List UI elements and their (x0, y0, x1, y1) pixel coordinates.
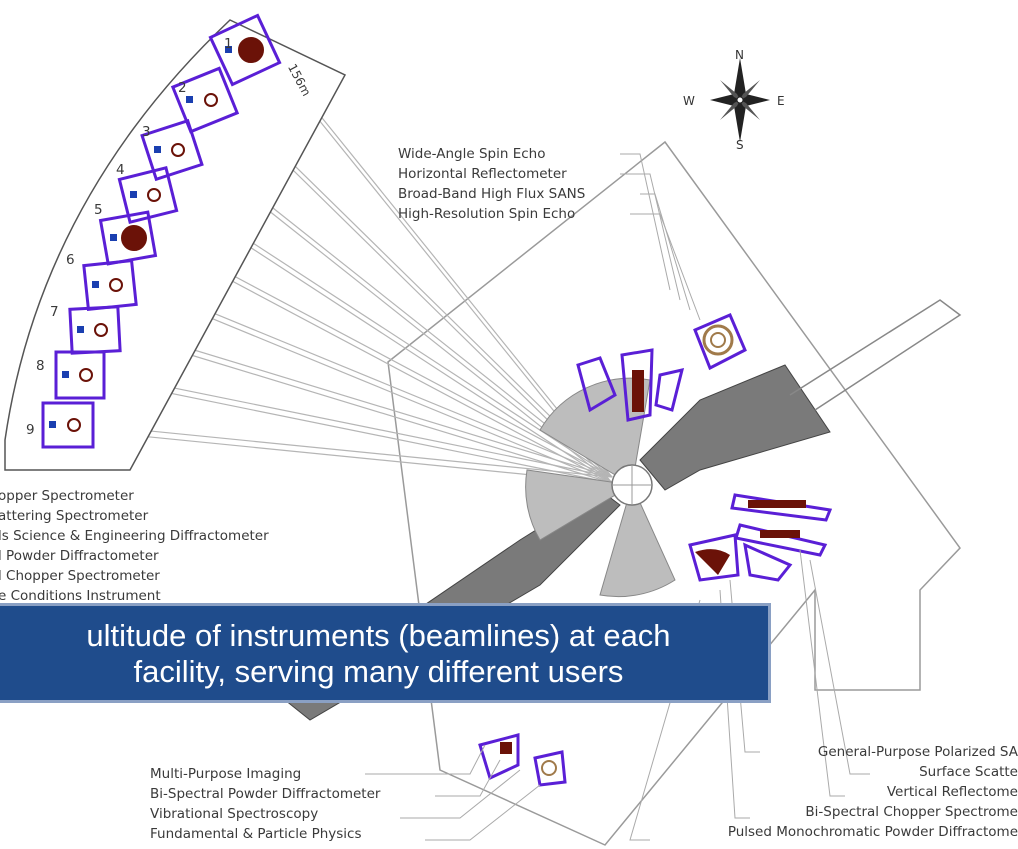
arc-room-detector-8 (62, 371, 69, 378)
instrument-cluster-north (576, 313, 747, 422)
label-top-3: Broad-Band High Flux SANS (398, 186, 586, 202)
arc-room-sample-4 (147, 188, 161, 202)
beamline-number-6: 6 (66, 252, 75, 268)
arc-room-1 (208, 13, 282, 87)
beamline-number-4: 4 (116, 162, 125, 178)
arc-room-detector-7 (77, 326, 84, 333)
compass-e: E (777, 94, 785, 108)
guide-line (169, 247, 613, 484)
label-bottom-left-1: Multi-Purpose Imaging (150, 766, 302, 782)
arc-room-detector-1 (225, 46, 232, 53)
arc-room-8 (54, 350, 106, 400)
compass-rose (710, 58, 770, 142)
label-bottom-left-4: Fundamental & Particle Physics (150, 826, 362, 842)
guide-line (149, 292, 613, 484)
arc-room-sample-5 (121, 225, 147, 251)
labels-left: opper Spectrometer attering Spectrometer… (0, 486, 269, 606)
labels-bottom-right: General-Purpose Polarized SA Surface Sca… (728, 742, 1018, 842)
arc-room-sample-8 (79, 368, 93, 382)
arc-room-sample-3 (171, 143, 185, 157)
beamline-number-8: 8 (36, 358, 45, 374)
compass-s: S (736, 138, 744, 152)
caption-line-1: ultitude of instruments (beamlines) at e… (86, 618, 671, 653)
arc-room-detector-3 (154, 146, 161, 153)
label-left-5: l Chopper Spectrometer (0, 568, 160, 584)
arc-room-4 (117, 166, 179, 224)
guide-line (119, 376, 613, 478)
arc-room-sample-6 (109, 278, 123, 292)
beamline-number-9: 9 (26, 422, 35, 438)
proton-beam-tunnel-upper (639, 364, 831, 491)
guide-line (149, 286, 613, 478)
arc-room-detector-4 (130, 191, 137, 198)
guide-line (119, 382, 613, 484)
label-bottom-right-1: General-Purpose Polarized SA (817, 744, 1018, 760)
caption-line-2: facility, serving many different users (133, 654, 624, 689)
label-bottom-left-3: Vibrational Spectroscopy (150, 806, 319, 822)
label-left-1: opper Spectrometer (0, 488, 134, 504)
arc-room-detector-5 (110, 234, 117, 241)
labels-top: Wide-Angle Spin Echo Horizontal Reflecto… (398, 144, 585, 224)
beamline-number-5: 5 (94, 202, 103, 218)
arc-room-3 (140, 118, 204, 182)
guide-line (134, 337, 613, 484)
guide-line (169, 241, 613, 478)
label-left-2: attering Spectrometer (0, 508, 149, 524)
label-left-6: e Conditions Instrument (0, 588, 161, 604)
compass-w: W (683, 94, 695, 108)
instrument-cluster-east (688, 493, 833, 582)
building-outline (387, 140, 961, 846)
labels-bottom-left: Multi-Purpose Imaging Bi-Spectral Powder… (150, 764, 380, 844)
arc-room-sample-7 (94, 323, 108, 337)
target-monolith (525, 377, 676, 598)
label-top-2: Horizontal Reflectometer (398, 166, 567, 182)
long-beamline-building (4, 19, 347, 471)
label-bottom-right-2: Surface Scatte (919, 764, 1018, 780)
label-top-4: High-Resolution Spin Echo (398, 206, 576, 222)
guide-line (109, 426, 613, 478)
arc-room-2 (170, 66, 240, 134)
beamline-number-2: 2 (178, 80, 187, 96)
beamline-number-7: 7 (50, 304, 59, 320)
arc-room-9 (41, 401, 95, 449)
caption-banner: ultitude of instruments (beamlines) at e… (0, 603, 771, 703)
arc-room-sample-1 (238, 37, 264, 63)
arc-instrument-rooms (41, 13, 282, 449)
label-left-4: l Powder Diffractometer (0, 548, 159, 564)
arc-room-detector-2 (186, 96, 193, 103)
label-bottom-right-3: Vertical Reflectome (886, 784, 1018, 800)
label-left-3: ls Science & Engineering Diffractometer (0, 528, 269, 544)
label-bottom-left-2: Bi-Spectral Powder Diffractometer (150, 786, 381, 802)
guide-line (189, 207, 613, 484)
label-bottom-right-5: Pulsed Monochromatic Powder Diffractome (727, 824, 1018, 840)
proton-beam-line (789, 299, 962, 411)
beamline-number-1: 1 (224, 36, 233, 52)
label-top-1: Wide-Angle Spin Echo (398, 146, 546, 162)
label-bottom-right-4: Bi-Spectral Chopper Spectrome (805, 804, 1018, 820)
arc-room-detector-9 (49, 421, 56, 428)
compass-n: N (735, 48, 744, 62)
arc-room-sample-9 (67, 418, 81, 432)
arc-room-sample-2 (204, 93, 218, 107)
guide-line (134, 331, 613, 478)
instrument-cluster-south (478, 733, 567, 787)
beamline-number-3: 3 (142, 124, 151, 140)
arc-room-detector-6 (92, 281, 99, 288)
